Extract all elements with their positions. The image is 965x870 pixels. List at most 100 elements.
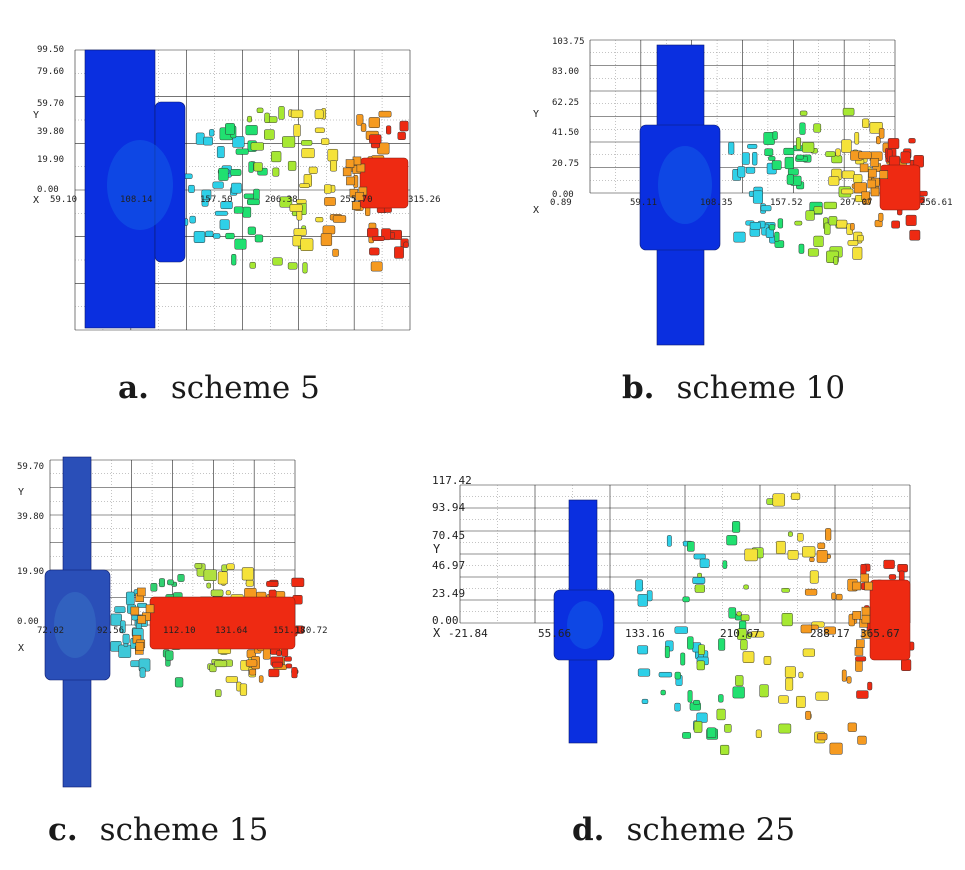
- y-tick-label: 59.70: [17, 462, 44, 472]
- fragment: [360, 123, 367, 132]
- fragment: [693, 721, 703, 733]
- fragment: [768, 156, 776, 161]
- fragment: [271, 151, 282, 163]
- fragment: [247, 226, 256, 235]
- fragment: [796, 137, 802, 150]
- fragment: [784, 156, 794, 170]
- fragment: [850, 223, 855, 231]
- fragment: [300, 238, 314, 252]
- fragment: [864, 581, 873, 591]
- fragment: [733, 231, 746, 243]
- x-tick-label: 256.61: [920, 198, 953, 208]
- fragment: [194, 563, 203, 569]
- fragment: [841, 188, 854, 195]
- fragment: [732, 521, 741, 533]
- fragment: [809, 570, 819, 584]
- fragment: [794, 220, 803, 226]
- fragment: [201, 189, 212, 201]
- fragment: [883, 559, 895, 569]
- fragment: [802, 648, 816, 657]
- fragment: [855, 659, 863, 672]
- fragment: [829, 742, 843, 755]
- fragment: [732, 686, 745, 699]
- fragment: [805, 710, 812, 720]
- fragment: [716, 708, 726, 721]
- fragment: [329, 160, 338, 172]
- fragment: [114, 606, 126, 614]
- fragment: [285, 663, 293, 669]
- fragment: [870, 158, 879, 167]
- fragment: [807, 248, 819, 257]
- fragment: [856, 690, 869, 699]
- fragment: [908, 138, 916, 144]
- fragment: [841, 139, 852, 153]
- x-tick-label: 112.10: [163, 626, 196, 636]
- fragment: [345, 159, 355, 168]
- fragment: [268, 668, 280, 678]
- y-tick-label: 0.00: [432, 614, 459, 627]
- fragment: [817, 542, 826, 550]
- fragment: [658, 671, 673, 678]
- fragment: [804, 588, 818, 596]
- fragment: [356, 163, 366, 173]
- fragment: [637, 645, 649, 655]
- fragment: [854, 132, 860, 145]
- fragment: [740, 614, 750, 622]
- fragment: [833, 256, 839, 265]
- y-axis-letter: Y: [33, 110, 39, 121]
- x-tick-label: 288.17: [810, 627, 850, 640]
- fragment: [314, 109, 324, 120]
- fragment: [860, 573, 869, 583]
- fragment: [868, 168, 877, 178]
- fragment: [855, 656, 867, 662]
- red-zone: [869, 579, 911, 661]
- fragment: [206, 582, 212, 589]
- fragment: [314, 127, 325, 133]
- fragment: [805, 210, 815, 221]
- fragment: [809, 557, 815, 563]
- fragment: [835, 593, 843, 601]
- panel-c-letter: c.: [48, 812, 78, 848]
- fragment: [369, 134, 382, 144]
- fragment: [784, 666, 796, 678]
- fragment: [736, 611, 742, 617]
- fragment: [293, 228, 307, 236]
- x-tick-label: 0.89: [550, 198, 572, 208]
- fragment: [130, 606, 140, 616]
- fragment: [858, 151, 872, 160]
- fragment: [137, 615, 146, 624]
- fragment: [214, 210, 228, 216]
- fragment: [664, 645, 670, 659]
- fragment: [745, 166, 756, 174]
- fragment: [226, 563, 235, 570]
- fragment: [696, 712, 708, 723]
- fragment: [778, 695, 789, 704]
- fragment: [696, 660, 705, 671]
- fragment: [324, 184, 332, 194]
- fragment: [242, 206, 252, 218]
- fragment: [397, 131, 406, 140]
- fragment: [212, 181, 224, 189]
- panel-a-title: scheme 5: [170, 370, 320, 406]
- fragment: [660, 689, 666, 696]
- fragment: [110, 613, 122, 626]
- fragment: [816, 550, 828, 563]
- fragment: [232, 136, 245, 148]
- fragment: [217, 571, 228, 585]
- fragment: [371, 236, 385, 241]
- fragment: [272, 257, 283, 266]
- fragment: [772, 131, 778, 140]
- fragment: [852, 581, 861, 591]
- fragment: [796, 695, 806, 708]
- fragment: [296, 199, 307, 204]
- fragment: [209, 129, 215, 137]
- y-tick-label: 103.75: [552, 37, 585, 47]
- fragment: [279, 196, 293, 208]
- fragment: [315, 217, 324, 223]
- fragment: [231, 254, 237, 266]
- fragment: [246, 649, 256, 659]
- red-zone: [149, 596, 296, 650]
- panel-b-letter: b.: [622, 370, 655, 406]
- fragment: [861, 606, 871, 616]
